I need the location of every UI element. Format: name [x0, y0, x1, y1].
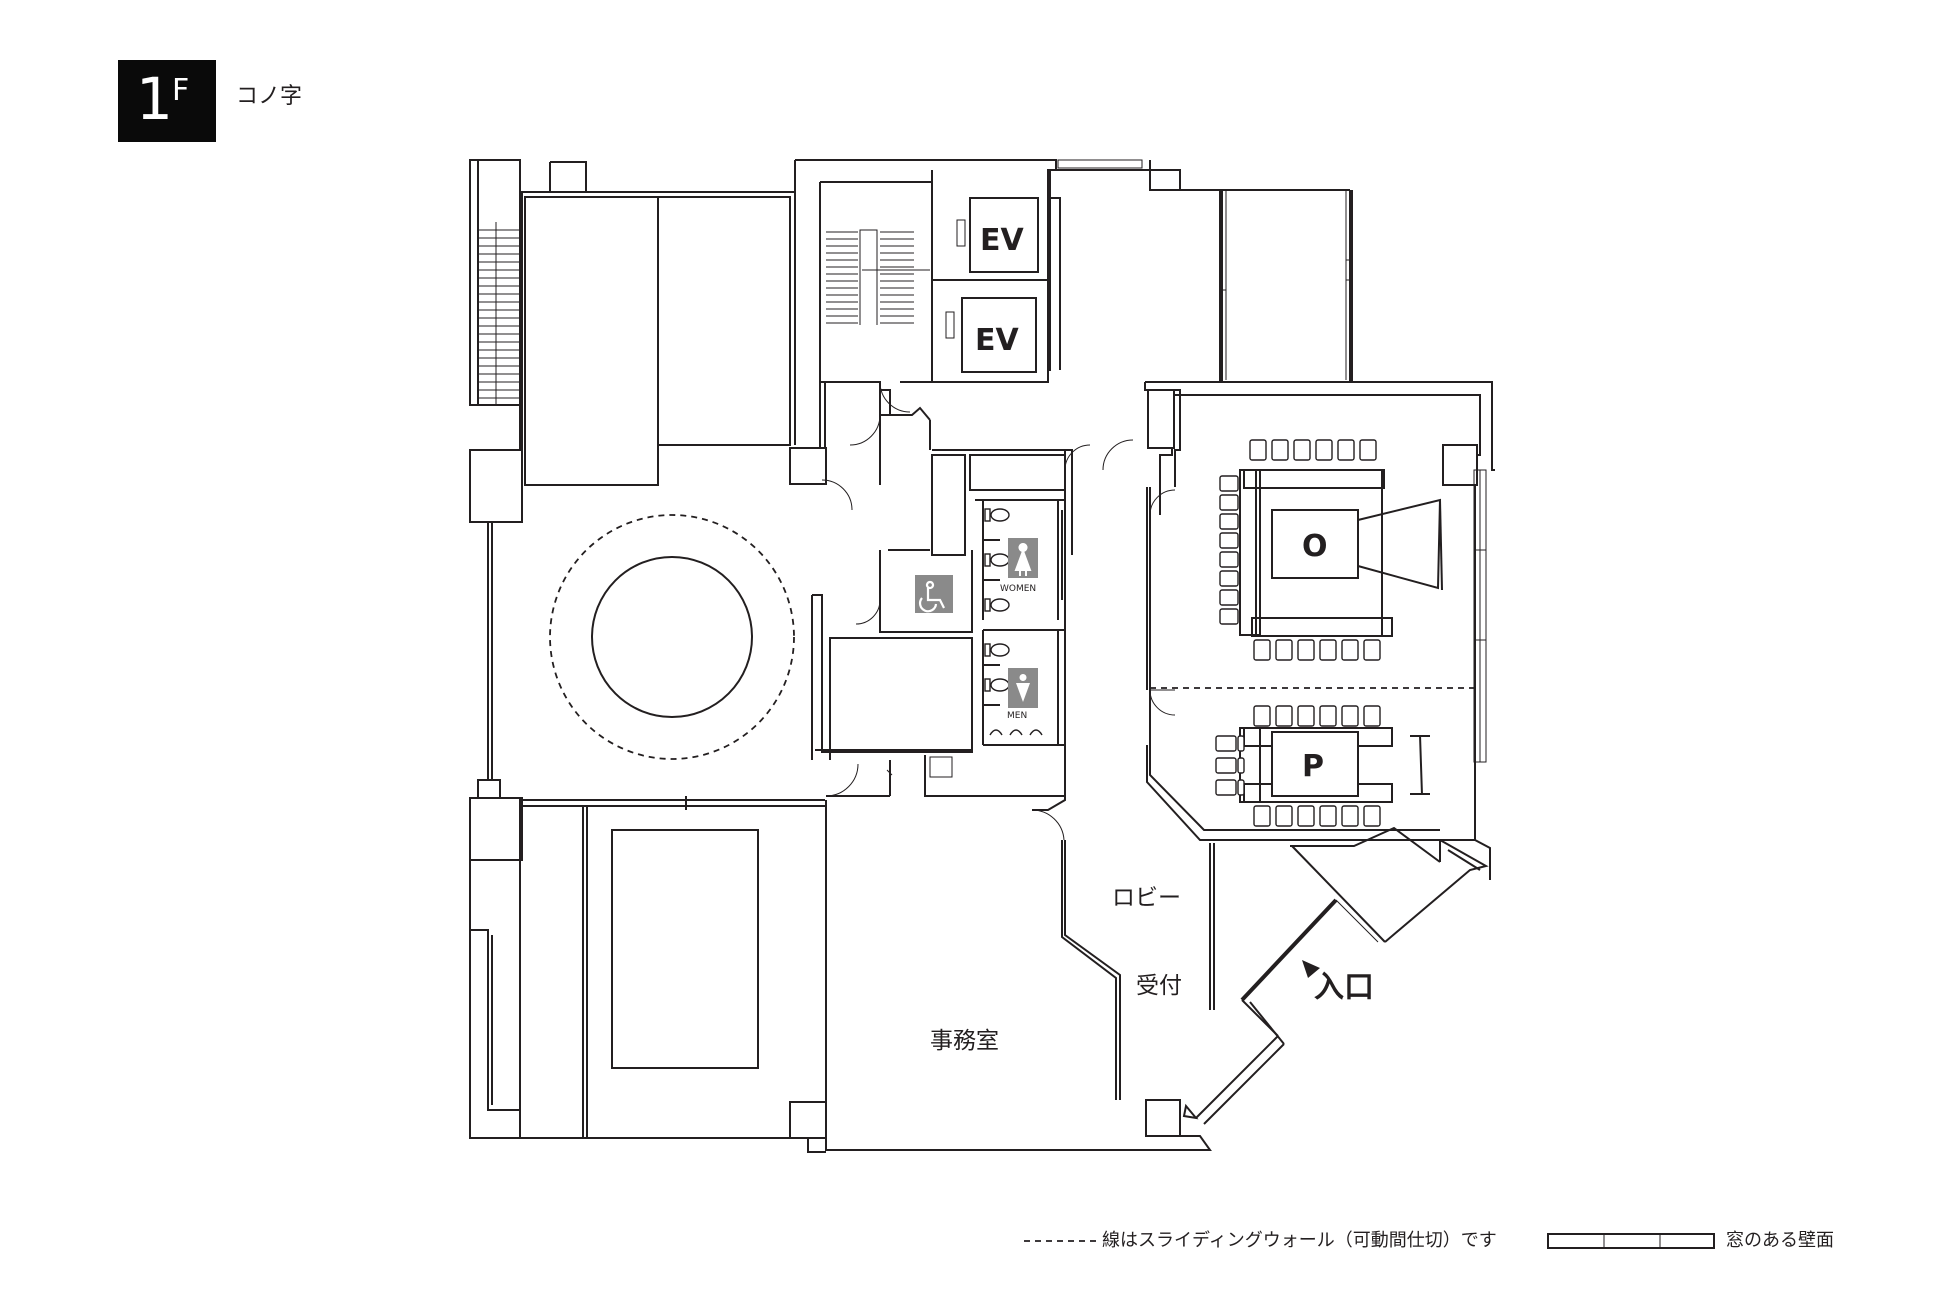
chair	[1297, 805, 1315, 827]
floor-letter: F	[172, 73, 190, 108]
chair	[1297, 705, 1315, 727]
entrance-door[interactable]	[1240, 898, 1338, 1002]
room-p-label: P	[1302, 749, 1324, 784]
women-label: WOMEN	[1000, 584, 1036, 594]
chair	[1271, 439, 1289, 461]
entrance-arrow-icon	[1302, 960, 1320, 978]
chair	[1219, 494, 1239, 511]
core: EV EV	[794, 159, 1181, 383]
left-wing	[469, 159, 827, 1139]
chair	[1341, 805, 1359, 827]
men-label: MEN	[1007, 711, 1027, 721]
entrance-label: 入口	[1314, 970, 1374, 1005]
legend-window-wall-text: 窓のある壁面	[1726, 1230, 1834, 1251]
chair	[1215, 757, 1237, 774]
chair	[1237, 779, 1245, 796]
chair	[1253, 639, 1271, 661]
terrace	[1180, 189, 1353, 382]
chair	[1219, 532, 1239, 549]
legend-sliding-wall-text: 線はスライディングウォール（可動間仕切）です	[1102, 1230, 1497, 1251]
chair	[1293, 439, 1311, 461]
elevator-2	[961, 297, 1037, 373]
chair	[1297, 639, 1315, 661]
chair	[1341, 639, 1359, 661]
reception-label: 受付	[1136, 973, 1182, 999]
layout-title: コノ字	[236, 84, 303, 109]
lobby-label: ロビー	[1112, 885, 1181, 911]
chair	[1237, 735, 1245, 752]
floor-number: 1	[136, 65, 173, 133]
legend-window-wall	[1547, 1233, 1715, 1249]
toilets: WOMEN MEN	[789, 305, 1134, 797]
interior-stair	[826, 231, 914, 324]
chair	[1253, 805, 1271, 827]
chair	[1319, 805, 1337, 827]
chair	[1275, 705, 1293, 727]
chair	[1363, 705, 1381, 727]
chair	[1319, 639, 1337, 661]
chair	[1215, 779, 1237, 796]
chair	[1319, 705, 1337, 727]
chair	[1219, 475, 1239, 492]
chair	[1219, 513, 1239, 530]
chair	[1341, 705, 1359, 727]
lobby-office: 入口 ロビー 受付 事務室	[807, 450, 1379, 1153]
chair	[1275, 805, 1293, 827]
chair	[1219, 608, 1239, 625]
office-label: 事務室	[930, 1028, 999, 1054]
chair	[1215, 735, 1237, 752]
sliding-wall-circle	[549, 514, 795, 760]
chair	[1219, 589, 1239, 606]
chair	[1237, 757, 1245, 774]
chair	[1363, 639, 1381, 661]
chair	[1275, 639, 1293, 661]
chair	[1253, 705, 1271, 727]
floor-badge: 1 F	[118, 60, 216, 142]
elevator-1-label: EV	[980, 223, 1024, 258]
elevator-2-label: EV	[975, 323, 1019, 358]
room-p-chairs	[1215, 705, 1381, 827]
room-o-label: O	[1302, 529, 1328, 564]
legend	[1024, 1233, 1715, 1249]
chair	[1359, 439, 1377, 461]
chair	[1249, 439, 1267, 461]
chair	[1315, 439, 1333, 461]
elevator-1	[969, 197, 1039, 273]
meeting-rooms: O P	[1144, 381, 1495, 943]
round-feature	[591, 556, 753, 718]
exterior-stair	[478, 222, 520, 405]
chair	[1337, 439, 1355, 461]
room-o-chairs	[1219, 439, 1381, 661]
chair	[1363, 805, 1381, 827]
chair	[1219, 570, 1239, 587]
chair	[1219, 551, 1239, 568]
